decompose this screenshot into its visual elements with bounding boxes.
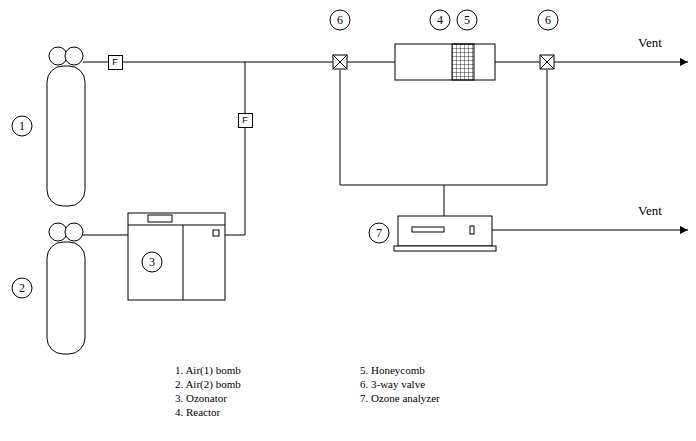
vent-pipe	[492, 230, 688, 231]
pipe	[347, 62, 395, 63]
three-way-valve	[333, 55, 347, 69]
flow-meter: F	[108, 55, 123, 70]
air-bomb-1	[47, 47, 85, 206]
vent-label: Vent	[638, 36, 662, 49]
callout-number: 6	[545, 14, 551, 26]
legend-note: 2. Air(2) bomb	[175, 379, 241, 390]
legend-note: 1. Air(1) bomb	[175, 365, 241, 376]
honeycomb	[452, 44, 474, 80]
ozonator	[128, 213, 225, 300]
meter-label: F	[112, 58, 118, 67]
callout-number: 7	[376, 227, 382, 239]
pipe	[83, 235, 128, 236]
flow-meter: F	[238, 113, 253, 128]
callout-number: 3	[149, 256, 155, 268]
callout-number: 5	[464, 14, 470, 26]
ozone-analyzer	[394, 216, 496, 251]
legend-note: 6. 3-way valve	[360, 379, 425, 390]
callout-number: 2	[19, 282, 25, 294]
callout-circle	[12, 10, 558, 298]
air-bomb-2	[47, 223, 85, 354]
pipe	[340, 70, 547, 185]
vent-pipe	[554, 62, 688, 63]
pipe	[495, 62, 540, 63]
callout-number: 4	[437, 14, 443, 26]
callout-number: 6	[337, 14, 343, 26]
pipe	[444, 185, 445, 216]
meter-label: F	[242, 116, 248, 125]
legend-note: 7. Ozone analyzer	[360, 393, 440, 404]
legend-note: 4. Reactor	[175, 407, 220, 418]
reactor	[395, 44, 495, 80]
pipe	[225, 62, 245, 235]
legend-note: 3. Ozonator	[175, 393, 227, 404]
callout-number: 1	[19, 120, 25, 132]
three-way-valve	[540, 55, 554, 69]
vent-label: Vent	[638, 204, 662, 217]
legend-note: 5. Honeycomb	[360, 365, 425, 376]
